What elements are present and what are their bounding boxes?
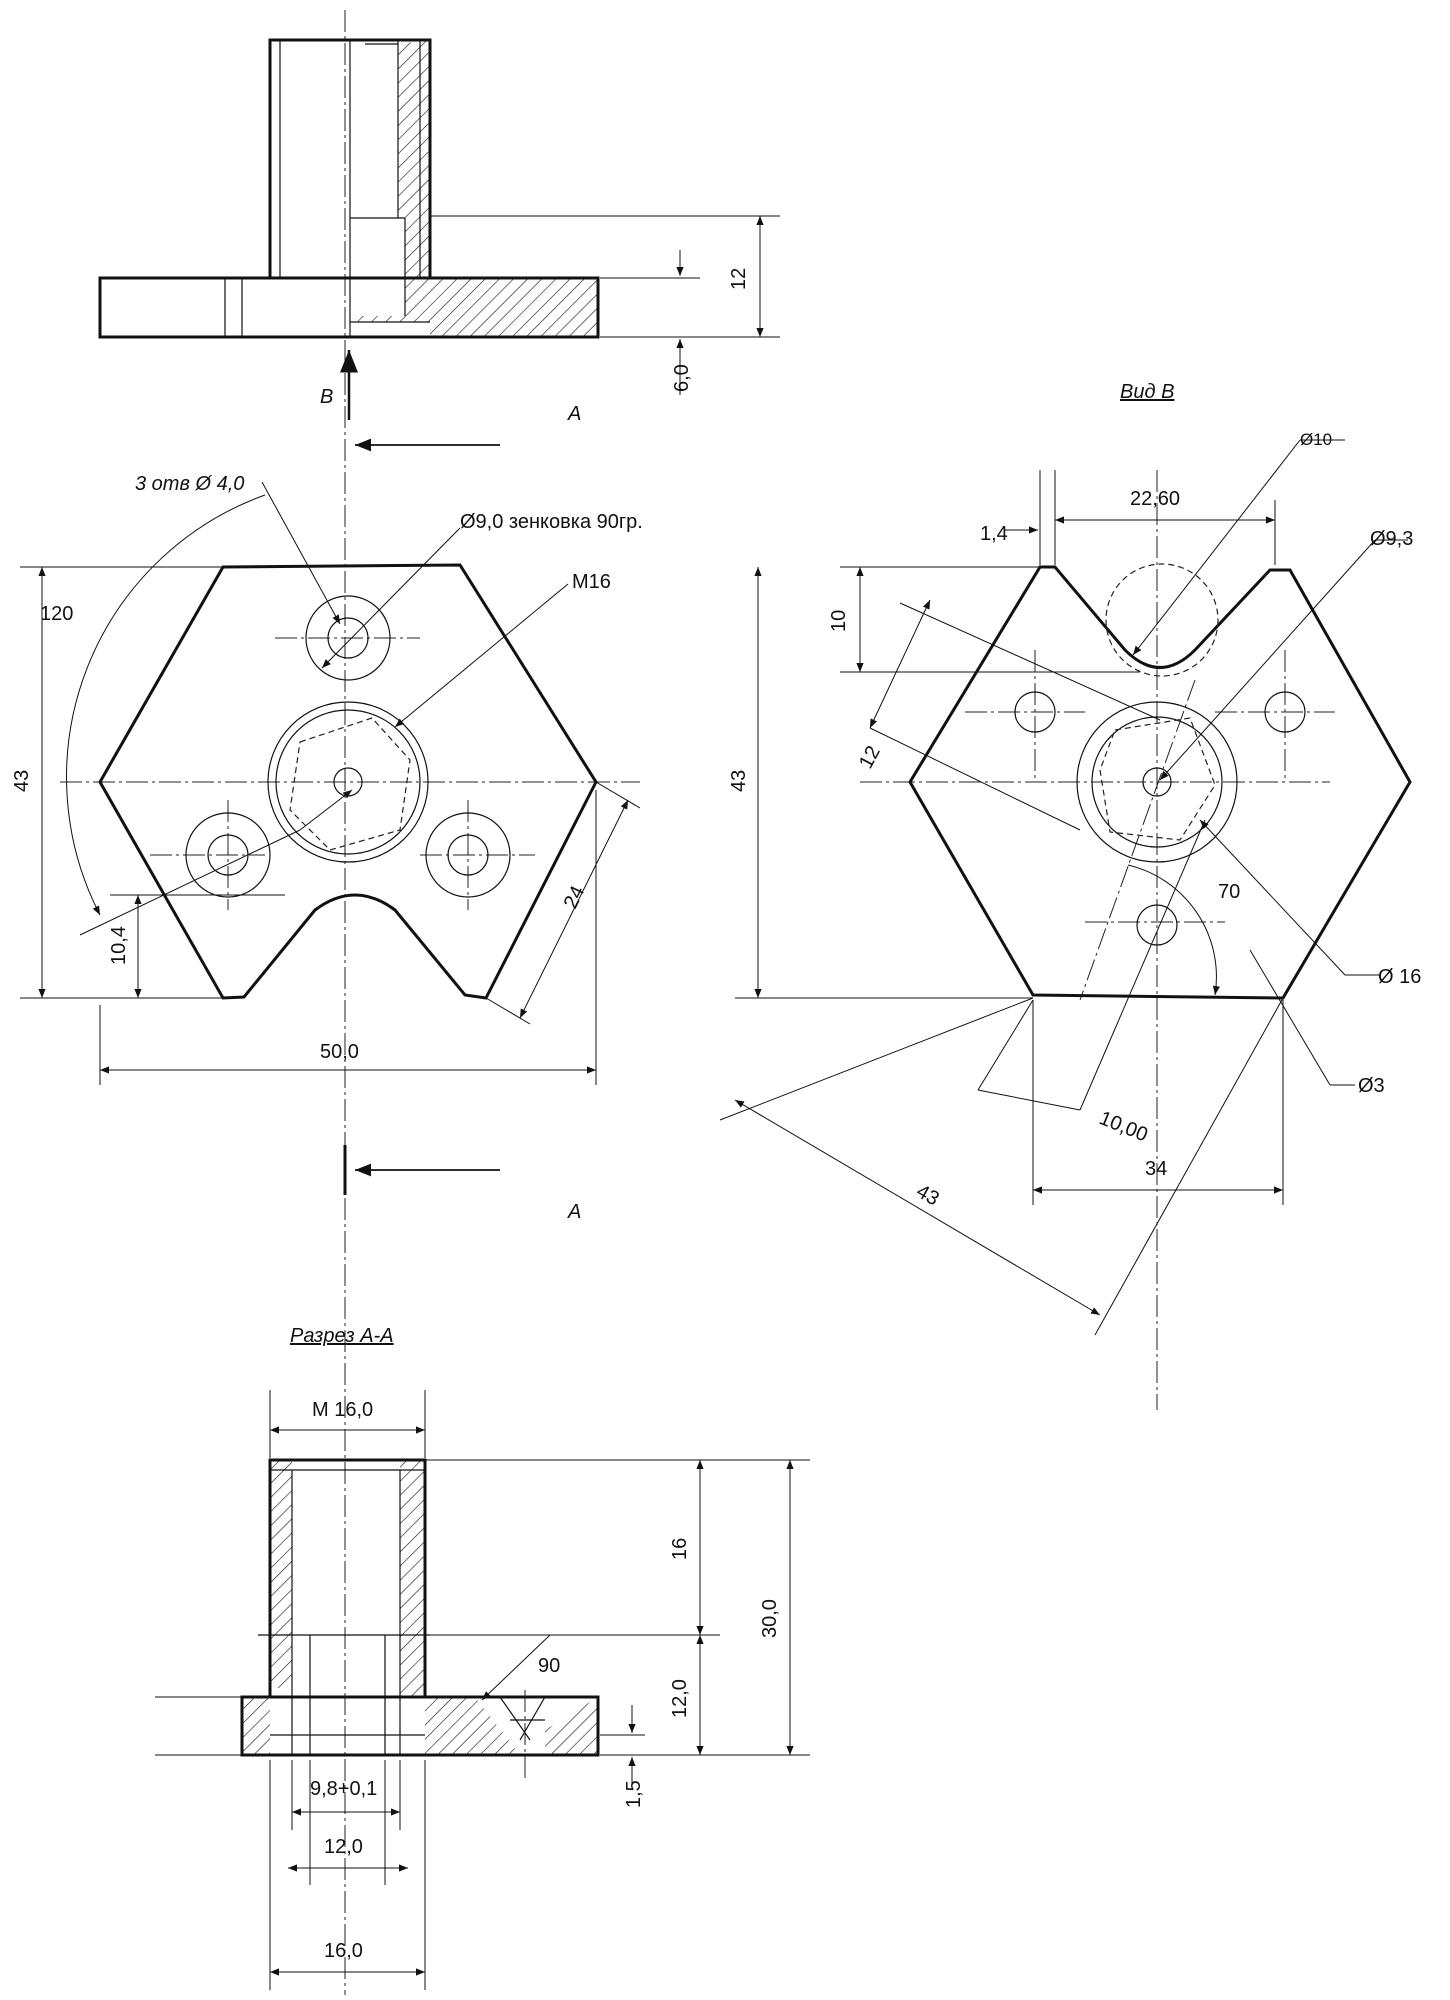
dim-sec-16: 16 <box>669 1538 691 1560</box>
dim-b-10: 10 <box>828 610 850 632</box>
callout-countersink: Ø9,0 зенковка 90гр. <box>460 511 643 533</box>
view-b: Вид В 1,4 22,60 10 43 12 <box>719 381 1421 1410</box>
section-flange <box>240 1695 600 1757</box>
view-b-arrow-label: B <box>320 386 333 408</box>
dim-b-1-4: 1,4 <box>980 523 1008 545</box>
dim-sec-9-8: 9,8+0,1 <box>310 1778 377 1800</box>
dim-front-10-4: 10,4 <box>108 926 130 965</box>
top-view: 12 6,0 B <box>98 38 780 420</box>
dim-b-10-00: 10,00 <box>1096 1107 1151 1146</box>
dim-front-43: 43 <box>11 770 33 792</box>
callout-b-d10: Ø10 <box>1300 430 1332 449</box>
dim-b-34: 34 <box>1145 1158 1167 1180</box>
dim-sec-12: 12,0 <box>324 1836 363 1858</box>
hex-body-view-b <box>908 565 1412 1000</box>
dim-sec-12-vert: 12,0 <box>669 1679 691 1718</box>
dim-sec-m16: M 16,0 <box>312 1399 373 1421</box>
section-label-top: A <box>567 403 581 425</box>
dim-b-43-oblique: 43 <box>913 1180 943 1210</box>
callout-b-d93: Ø9,3 <box>1370 528 1413 550</box>
hex-body-front <box>98 563 598 1000</box>
dim-12: 12 <box>728 268 750 290</box>
dim-front-50: 50,0 <box>320 1041 359 1063</box>
callout-holes: 3 отв Ø 4,0 <box>135 473 244 495</box>
dim-b-22-60: 22,60 <box>1130 488 1180 510</box>
section-label-bottom: A <box>567 1201 581 1223</box>
dim-6: 6,0 <box>671 364 693 392</box>
view-b-title: Вид В <box>1120 381 1174 403</box>
front-view: 43 50,0 10,4 24 120 3 отв Ø 4,0 Ø9,0 зен… <box>11 473 643 1085</box>
section-a-a: Разрез А-А M 16,0 16 30,0 12,0 <box>155 1325 810 1990</box>
dim-sec-1-5: 1,5 <box>623 1780 645 1808</box>
flange-outline <box>98 276 600 339</box>
dim-front-120: 120 <box>40 603 73 625</box>
dim-b-43: 43 <box>728 770 750 792</box>
dim-sec-90: 90 <box>538 1655 560 1677</box>
dim-b-70: 70 <box>1218 881 1240 903</box>
section-title: Разрез А-А <box>290 1325 394 1347</box>
dim-sec-30: 30,0 <box>759 1599 781 1638</box>
callout-thread: M16 <box>572 571 611 593</box>
dim-b-12: 12 <box>855 742 885 772</box>
dim-sec-16-horiz: 16,0 <box>324 1940 363 1962</box>
callout-b-d16: Ø 16 <box>1378 966 1421 988</box>
callout-b-d3: Ø3 <box>1358 1075 1385 1097</box>
